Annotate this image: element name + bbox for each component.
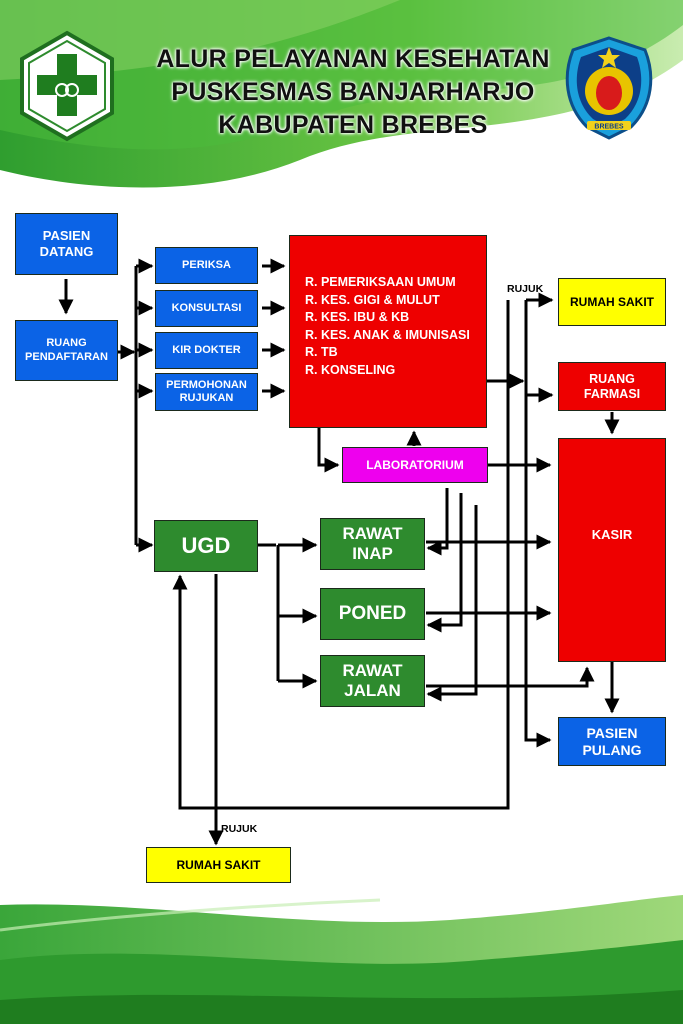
ruang-farmasi-box: RUANG FARMASI — [558, 362, 666, 411]
periksa-box: PERIKSA — [155, 247, 258, 284]
puskesmas-cross-icon — [20, 30, 114, 142]
rawat-inap-box: RAWAT INAP — [320, 518, 425, 570]
ruang-item: R. PEMERIKSAAN UMUM — [305, 275, 456, 289]
laboratorium-box: LABORATORIUM — [342, 447, 488, 483]
rujuk-label-top: RUJUK — [507, 283, 544, 295]
puskesmas-logo — [18, 30, 116, 142]
kabupaten-emblem: BREBES — [557, 35, 661, 141]
ruang-pendaftaran-box: RUANG PENDAFTARAN — [15, 320, 118, 381]
kasir-box: KASIR — [558, 438, 666, 662]
rawat-jalan-box: RAWAT JALAN — [320, 655, 425, 707]
ruang-item: R. KES. IBU & KB — [305, 310, 410, 324]
pasien-datang-box: PASIEN DATANG — [15, 213, 118, 275]
ruang-pemeriksaan-box — [289, 235, 487, 428]
pasien-pulang-box: PASIEN PULANG — [558, 717, 666, 766]
svg-text:BREBES: BREBES — [594, 124, 624, 131]
ruang-item: R. KES. GIGI & MULUT — [305, 292, 440, 307]
kir-dokter-box: KIR DOKTER — [155, 332, 258, 369]
ruang-item: R. KONSELING — [305, 362, 396, 377]
kabupaten-brebes-emblem-icon: BREBES — [565, 36, 653, 140]
ruang-list: R. PEMERIKSAAN UMUM R. KES. GIGI & MULUT… — [305, 274, 470, 379]
poned-box: PONED — [320, 588, 425, 640]
konsultasi-box: KONSULTASI — [155, 290, 258, 327]
rujuk-label-bottom: RUJUK — [221, 823, 258, 835]
title-line-3: KABUPATEN BREBES — [218, 111, 488, 139]
title-line-1: ALUR PELAYANAN KESEHATAN — [156, 45, 550, 73]
ruang-item: R. TB — [305, 345, 338, 359]
title-line-2: PUSKESMAS BANJARHARJO — [171, 78, 535, 106]
rumah-sakit-bottom-box: RUMAH SAKIT — [146, 847, 291, 883]
permohonan-rujukan-box: PERMOHONAN RUJUKAN — [155, 373, 258, 411]
ruang-item: R. KES. ANAK & IMUNISASI — [305, 327, 470, 342]
rumah-sakit-top-box: RUMAH SAKIT — [558, 278, 666, 326]
ugd-box: UGD — [154, 520, 258, 572]
